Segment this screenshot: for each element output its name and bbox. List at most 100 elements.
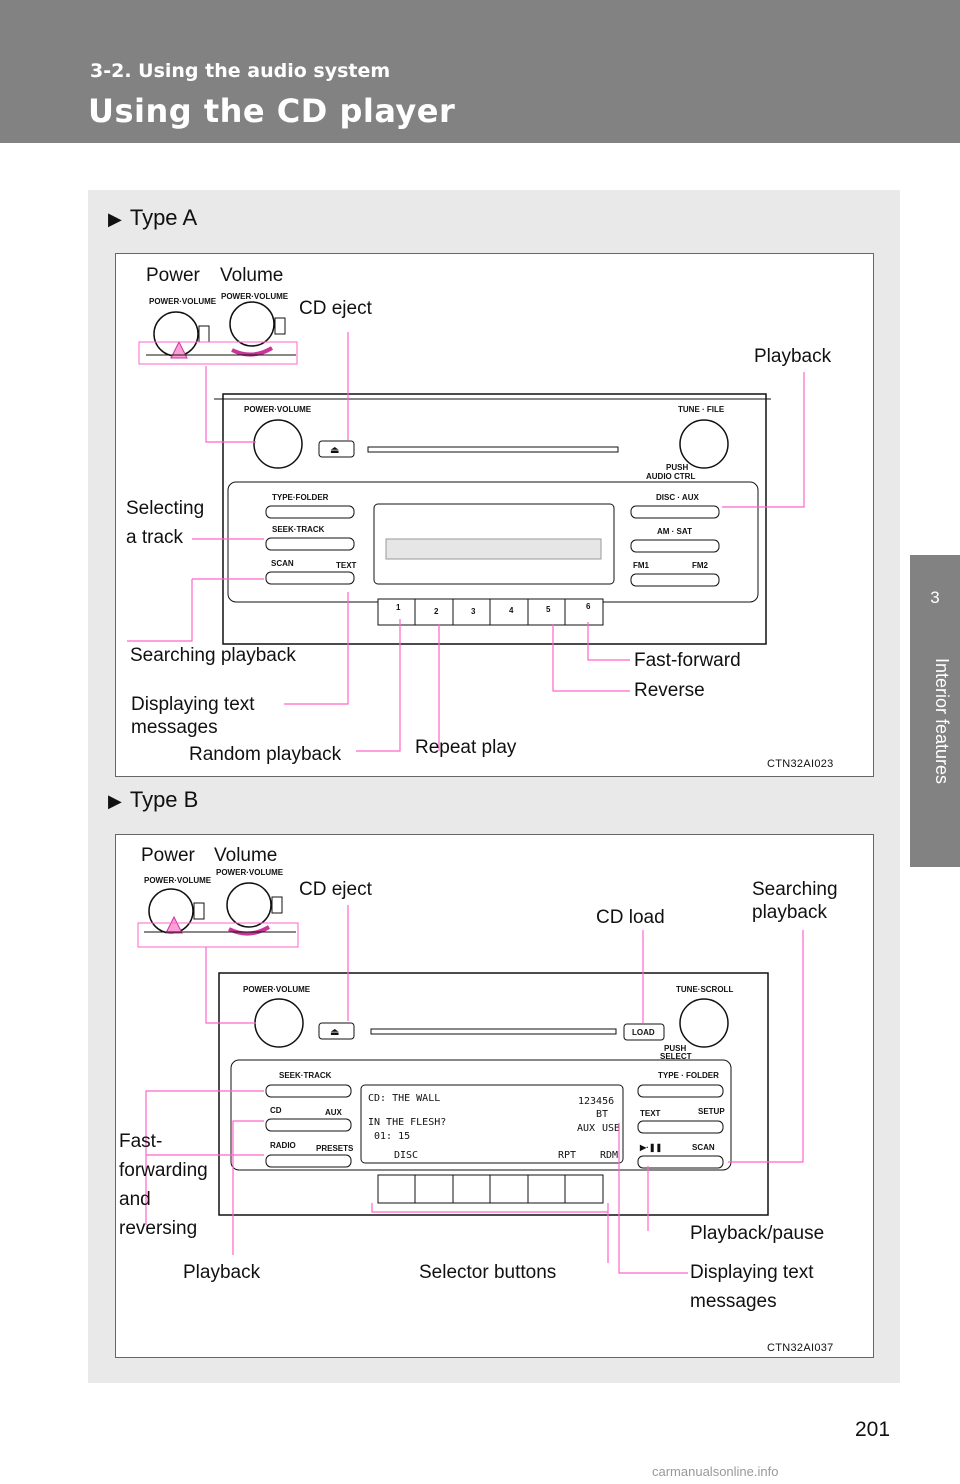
preset-4-label: 4: [509, 606, 514, 615]
load-button: [623, 1023, 665, 1041]
lcd-usb: USB: [602, 1123, 620, 1134]
section-label: 3-2. Using the audio system: [90, 60, 391, 82]
type-folder-button: [637, 1084, 724, 1098]
callout-selector-buttons: Selector buttons: [419, 1262, 557, 1283]
unit-b-label-play-pause: ▶·❚❚: [639, 1143, 662, 1153]
inset-label-power: POWER·VOLUME: [149, 297, 217, 306]
power-volume-inset-b: POWER·VOLUME POWER·VOLUME: [137, 868, 299, 948]
unit-label-tune-file: TUNE · FILE: [678, 405, 725, 414]
type-b-figure: POWER·VOLUME POWER·VOLUME POWER·VOLUME T…: [115, 834, 874, 1358]
preset-2-label: 2: [434, 607, 439, 616]
radio-presets-button: [265, 1154, 352, 1168]
page-number: 201: [855, 1418, 891, 1441]
watermark: carmanualsonline.info: [652, 1464, 779, 1479]
page-header: 3-2. Using the audio system Using the CD…: [0, 0, 960, 143]
chapter-tab: [910, 555, 960, 867]
callout-selecting-track-2: a track: [126, 527, 184, 548]
type-b-diagram: POWER·VOLUME POWER·VOLUME POWER·VOLUME T…: [137, 868, 804, 1274]
unit-b-label-type-folder: TYPE · FOLDER: [658, 1071, 719, 1080]
type-a-diagram: POWER·VOLUME POWER·VOLUME POWER·VOLUME T…: [127, 292, 805, 752]
eject-button: [318, 1022, 355, 1040]
callout-power-a: Power: [146, 265, 200, 286]
callout-fast-forward: Fast-forward: [634, 650, 741, 671]
volume-knob-icon: [226, 882, 272, 928]
callout-playback-a: Playback: [754, 346, 832, 367]
callout-displaying-text-b-2: messages: [690, 1291, 777, 1312]
unit-b-label-seek-track: SEEK·TRACK: [279, 1071, 332, 1080]
lcd-line-1: CD: THE WALL: [368, 1093, 440, 1104]
head-unit-a: POWER·VOLUME TUNE · FILE PUSH AUDIO CTRL…: [214, 393, 771, 645]
unit-label-text: TEXT: [336, 561, 357, 570]
callout-searching-playback-b-1: Searching: [752, 879, 838, 900]
callout-playback-b: Playback: [183, 1262, 261, 1283]
callout-reverse: Reverse: [634, 680, 705, 701]
lcd-rdm: RDM: [600, 1150, 618, 1161]
type-a-figure-code: CTN32AI023: [767, 758, 834, 770]
unit-label-fm1: FM1: [633, 561, 650, 570]
inset-b-label-power: POWER·VOLUME: [144, 876, 212, 885]
unit-label-seek-track: SEEK·TRACK: [272, 525, 325, 534]
tune-scroll-knob: [679, 998, 729, 1048]
preset-5-label: 5: [546, 605, 551, 614]
type-b-heading: ▶Type B: [108, 787, 199, 812]
unit-b-label-cd: CD: [270, 1106, 282, 1115]
selector-buttons: [377, 1174, 604, 1204]
power-volume-knob: [253, 419, 303, 469]
unit-b-label-tune-scroll: TUNE·SCROLL: [676, 985, 733, 994]
triangle-bullet-icon: ▶: [108, 791, 122, 811]
eject-icon: ⏏: [330, 1027, 339, 1038]
lcd-aux: AUX: [577, 1123, 595, 1134]
callout-selecting-track-1: Selecting: [126, 498, 205, 519]
rotate-arrow-icon: [228, 925, 271, 936]
tune-file-knob: [679, 419, 729, 469]
cd-slot: [370, 1028, 617, 1035]
callout-cd-load: CD load: [596, 907, 665, 928]
eject-icon: ⏏: [330, 445, 339, 456]
chapter-title: Interior features: [932, 658, 952, 785]
lcd-disc: DISC: [394, 1150, 418, 1161]
lcd-rpt: RPT: [558, 1150, 576, 1161]
type-a-figure: POWER·VOLUME POWER·VOLUME POWER·VOLUME T…: [115, 253, 874, 777]
preset-6-label: 6: [586, 602, 591, 611]
callout-cd-eject-b: CD eject: [299, 879, 372, 900]
unit-label-power-volume: POWER·VOLUME: [244, 405, 312, 414]
seek-track-button: [265, 537, 355, 551]
callout-power-b: Power: [141, 845, 195, 866]
scan-text-button: [265, 571, 355, 585]
eject-button: [318, 440, 355, 458]
unit-b-label-scan: SCAN: [692, 1143, 715, 1152]
preset-1-label: 1: [396, 603, 401, 612]
unit-b-label-setup: SETUP: [698, 1107, 725, 1116]
callout-displaying-text-a-2: messages: [131, 717, 218, 738]
lcd-line-3: 01: 15: [374, 1131, 410, 1142]
play-scan-button: [637, 1155, 724, 1169]
rotate-arrow-icon: [231, 346, 274, 357]
lcd-bt: BT: [596, 1109, 608, 1120]
power-volume-inset: POWER·VOLUME POWER·VOLUME: [138, 292, 298, 365]
callout-playback-pause: Playback/pause: [690, 1223, 825, 1244]
seek-track-button: [265, 1084, 352, 1098]
unit-label-disc-aux: DISC · AUX: [656, 493, 699, 502]
callout-fast-fwd-2: forwarding: [119, 1160, 208, 1181]
type-a-leader-lines: [127, 332, 805, 752]
callout-cd-eject-a: CD eject: [299, 298, 372, 319]
page-title: Using the CD player: [88, 92, 456, 130]
callout-repeat-play: Repeat play: [415, 737, 517, 758]
callout-searching-playback-a: Searching playback: [130, 645, 296, 666]
lcd-line-2: IN THE FLESH?: [368, 1117, 446, 1128]
callout-searching-playback-b-2: playback: [752, 902, 827, 923]
callout-displaying-text-a-1: Displaying text: [131, 694, 255, 715]
lcd-presets: 123456: [578, 1096, 614, 1107]
unit-label-push: PUSH: [666, 463, 688, 472]
inset-b-label-volume: POWER·VOLUME: [216, 868, 284, 877]
callout-fast-fwd-3: and: [119, 1189, 151, 1210]
unit-b-label-push: PUSH: [664, 1044, 686, 1053]
unit-label-scan: SCAN: [271, 559, 294, 568]
chapter-number: 3: [930, 588, 940, 607]
type-folder-button: [265, 505, 355, 519]
knob-shaft: [198, 325, 210, 343]
unit-b-label-select: SELECT: [660, 1052, 692, 1061]
fm-button: [630, 573, 720, 587]
unit-label-fm2: FM2: [692, 561, 709, 570]
disc-aux-button: [630, 505, 720, 519]
